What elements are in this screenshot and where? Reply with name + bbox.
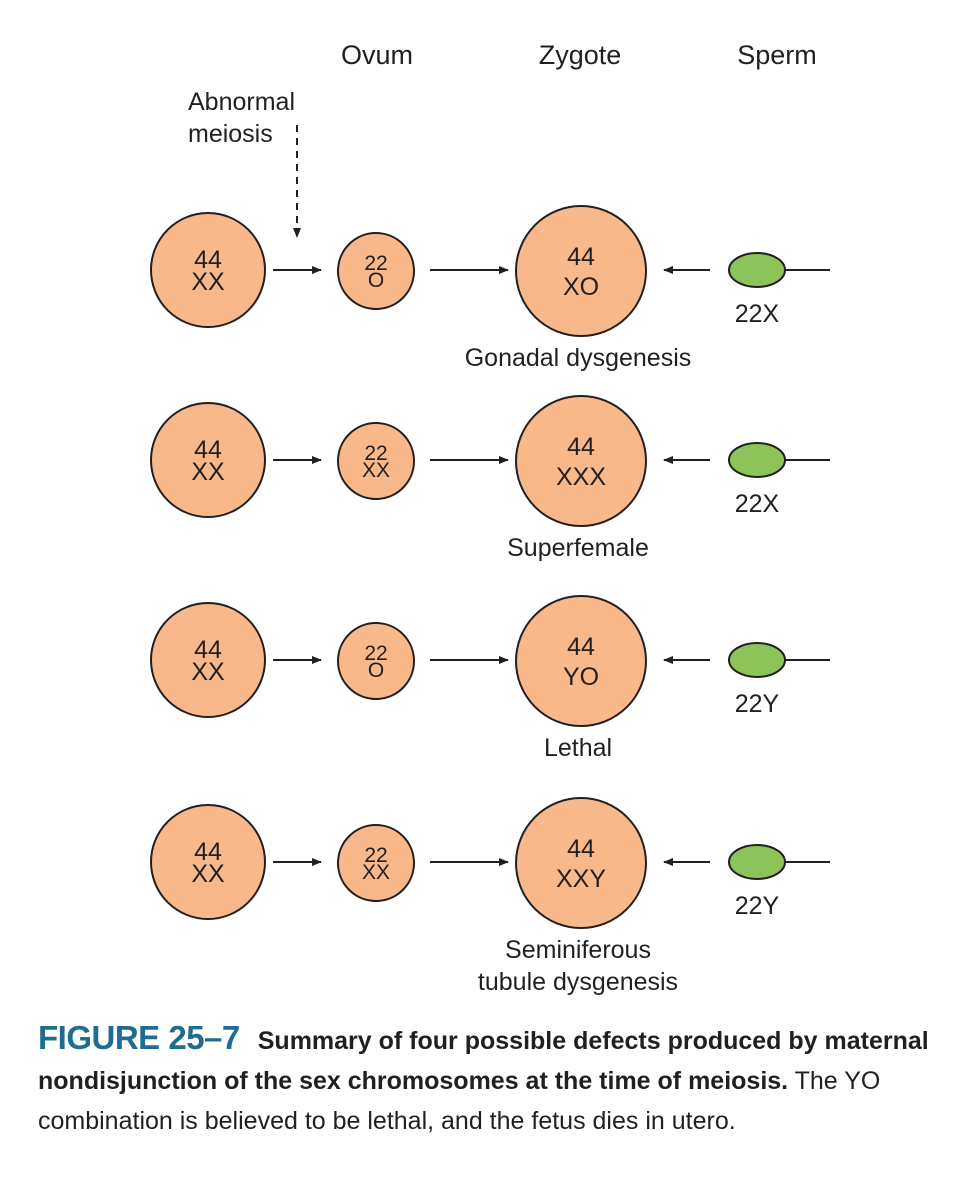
row4-sperm-label: 22Y [735, 892, 780, 920]
row2-zygote-cell [515, 395, 647, 527]
row4-ovum-sex-chromosomes: XX [362, 861, 390, 884]
row4-zygote-sex-chromosomes: XXY [556, 865, 606, 893]
row2-sperm-label: 22X [735, 490, 780, 518]
row3-ovum-sex-chromosomes: O [368, 659, 384, 682]
row3-zygote-sex-chromosomes: YO [563, 663, 599, 691]
row2-outcome-label: Superfemale [507, 534, 649, 562]
row4-parent-cell [150, 804, 266, 920]
caption-bold-text: Summary of four possible defects produce… [38, 1027, 929, 1095]
figure-number: FIGURE 25–7 [38, 1019, 240, 1056]
row1-parent-autosome-count: 44 [194, 246, 222, 274]
annotation-meiosis: meiosis [188, 120, 273, 148]
row4-ovum-cell [337, 824, 415, 902]
row4-zygote-cell [515, 797, 647, 929]
row1-zygote-sex-chromosomes: XO [563, 273, 599, 301]
row4-parent-sex-chromosomes: XX [191, 860, 225, 888]
header-ovum: Ovum [341, 40, 413, 70]
row2-ovum-sex-chromosomes: XX [362, 459, 390, 482]
row1-parent-sex-chromosomes: XX [191, 268, 225, 296]
header-sperm: Sperm [737, 40, 817, 70]
nondisjunction-diagram: Ovum Zygote Sperm Abnormal meiosis 44XX2… [150, 40, 830, 996]
row2-sperm-head [728, 442, 786, 478]
row3-parent-cell [150, 602, 266, 718]
row4-sperm-head [728, 844, 786, 880]
row2-parent-autosome-count: 44 [194, 436, 222, 464]
row3-ovum-autosome-count: 22 [364, 642, 387, 665]
row3-zygote-cell [515, 595, 647, 727]
row2-parent-sex-chromosomes: XX [191, 458, 225, 486]
row2-ovum-autosome-count: 22 [364, 442, 387, 465]
row4-zygote-autosome-count: 44 [567, 835, 595, 863]
row1-parent-cell [150, 212, 266, 328]
caption-text: The YO combination is believed to be let… [38, 1067, 881, 1135]
row1-sperm-label: 22X [735, 300, 780, 328]
row1-ovum-autosome-count: 22 [364, 252, 387, 275]
header-zygote: Zygote [539, 40, 622, 70]
row2-zygote-sex-chromosomes: XXX [556, 463, 606, 491]
row3-parent-autosome-count: 44 [194, 636, 222, 664]
annotation-abnormal: Abnormal [188, 88, 295, 116]
row1-zygote-cell [515, 205, 647, 337]
row4-outcome-label: tubule dysgenesis [478, 968, 678, 996]
row4-parent-autosome-count: 44 [194, 838, 222, 866]
row2-zygote-autosome-count: 44 [567, 433, 595, 461]
row1-outcome-label: Gonadal dysgenesis [465, 344, 692, 372]
row4-ovum-autosome-count: 22 [364, 844, 387, 867]
row3-sperm-label: 22Y [735, 690, 780, 718]
row1-ovum-cell [337, 232, 415, 310]
row3-parent-sex-chromosomes: XX [191, 658, 225, 686]
row3-zygote-autosome-count: 44 [567, 633, 595, 661]
row4-outcome-label: Seminiferous [505, 936, 651, 964]
row3-ovum-cell [337, 622, 415, 700]
row1-zygote-autosome-count: 44 [567, 243, 595, 271]
row1-sperm-head [728, 252, 786, 288]
row3-sperm-head [728, 642, 786, 678]
row3-outcome-label: Lethal [544, 734, 612, 762]
row2-parent-cell [150, 402, 266, 518]
row1-ovum-sex-chromosomes: O [368, 269, 384, 292]
row2-ovum-cell [337, 422, 415, 500]
